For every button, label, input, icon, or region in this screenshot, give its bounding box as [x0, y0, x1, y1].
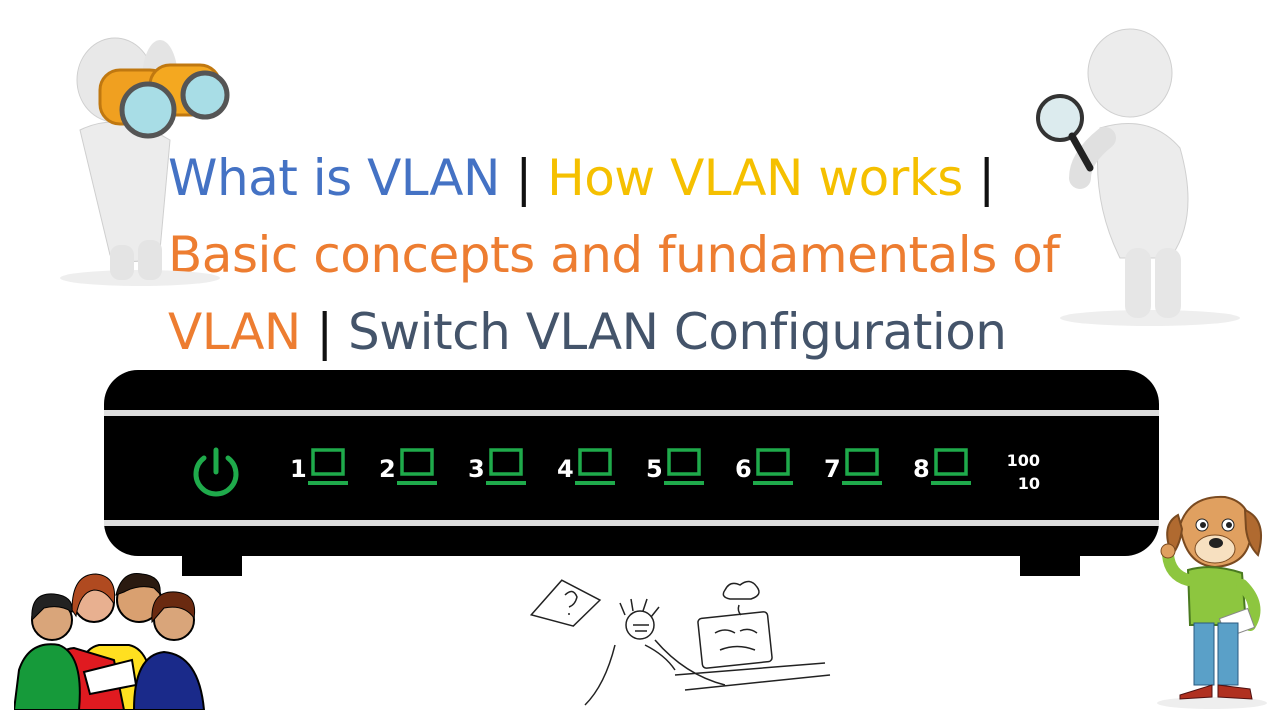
switch-port-1: 1 — [290, 448, 364, 492]
network-switch — [104, 370, 1159, 556]
title-line-3: VLAN | Switch VLAN Configuration — [168, 294, 1128, 371]
title-how-vlan-works: How VLAN works — [547, 149, 963, 207]
power-icon — [193, 447, 239, 497]
page-title: What is VLAN | How VLAN works | Basic co… — [168, 140, 1128, 371]
port-number-label: 1 — [290, 455, 307, 483]
title-separator: | — [515, 149, 532, 207]
port-led-icon — [486, 448, 526, 485]
switch-top-stripe — [104, 410, 1159, 416]
switch-bottom-stripe — [104, 520, 1159, 526]
figure-with-binoculars-illustration — [60, 37, 230, 286]
speed-high-label: 100 — [1006, 451, 1040, 470]
port-led-icon — [308, 448, 348, 485]
port-number-label: 3 — [468, 455, 485, 483]
magnifying-glass-icon — [1036, 94, 1094, 172]
title-line-1: What is VLAN | How VLAN works | — [168, 140, 1128, 217]
cartoon-dog-illustration — [1157, 495, 1267, 709]
title-separator: | — [978, 149, 995, 207]
switch-port-3: 3 — [468, 448, 542, 492]
switch-port-6: 6 — [735, 448, 809, 492]
switch-port-8: 8 — [913, 448, 987, 492]
switch-port-7: 7 — [824, 448, 898, 492]
title-vlan: VLAN — [168, 303, 301, 361]
title-separator: | — [316, 303, 333, 361]
port-number-label: 6 — [735, 455, 752, 483]
frustrated-computer-user-illustration — [529, 579, 831, 706]
binoculars-icon — [98, 63, 230, 139]
group-of-people-illustration — [14, 572, 206, 710]
port-led-icon — [842, 448, 882, 485]
title-basic-concepts: Basic concepts and fundamentals of — [168, 226, 1060, 284]
port-led-icon — [753, 448, 793, 485]
port-led-icon — [397, 448, 437, 485]
speed-indicator: 100 10 — [1000, 449, 1040, 495]
speed-low-label: 10 — [1017, 474, 1040, 493]
port-number-label: 2 — [379, 455, 396, 483]
switch-port-5: 5 — [646, 448, 720, 492]
port-number-label: 7 — [824, 455, 841, 483]
port-number-label: 5 — [646, 455, 663, 483]
switch-port-2: 2 — [379, 448, 453, 492]
switch-foot-left — [182, 552, 242, 576]
port-number-label: 4 — [557, 455, 574, 483]
switch-foot-right — [1020, 552, 1080, 576]
port-led-icon — [931, 448, 971, 485]
port-led-icon — [575, 448, 615, 485]
port-led-icon — [664, 448, 704, 485]
switch-port-4: 4 — [557, 448, 631, 492]
title-what-is-vlan: What is VLAN — [168, 149, 500, 207]
figure-with-magnifying-glass-illustration — [1036, 28, 1240, 326]
title-switch-config: Switch VLAN Configuration — [348, 303, 1007, 361]
port-number-label: 8 — [913, 455, 930, 483]
